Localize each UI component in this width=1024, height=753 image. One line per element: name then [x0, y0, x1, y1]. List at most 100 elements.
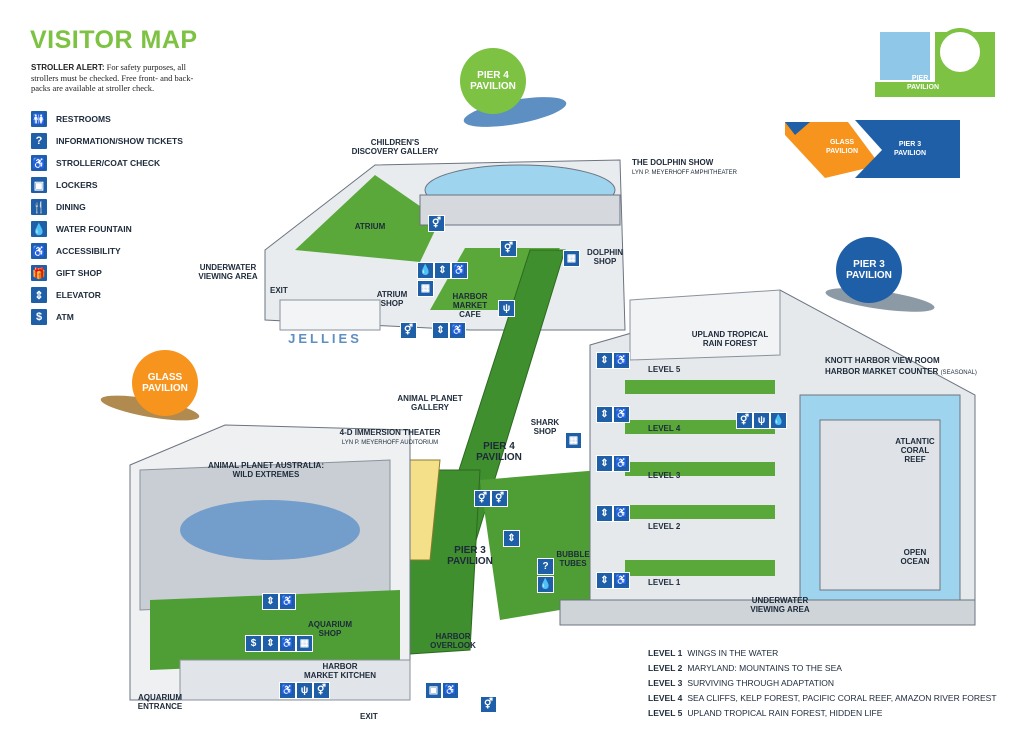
level5-label: LEVEL 5 [648, 365, 681, 374]
legend-item: ⇕ELEVATOR [31, 284, 183, 306]
stroller-icon: ♿ [31, 155, 47, 171]
atlantic-coral-reef-label: ATLANTIC CORAL REEF [895, 437, 935, 464]
pier4-walkway-label: PIER 4 PAVILION [476, 441, 522, 463]
atrium-floor [295, 175, 440, 262]
underwater-viewing-label: UNDERWATER VIEWING AREA [198, 263, 258, 281]
restroom-icon: ⚥ [400, 322, 417, 339]
elevator-icon: ⇕ [596, 572, 613, 589]
restroom-icon: ⚥ [500, 240, 517, 257]
information-icon: ? [537, 558, 554, 575]
keymap-pier4-label: PIER 4 PAVILION [906, 75, 940, 91]
atrium-shop-label: ATRIUM SHOP [376, 290, 408, 308]
keymap-pier3-label: PIER 3 PAVILION [893, 141, 927, 157]
exit-bottom-label: EXIT [360, 712, 378, 721]
accessibility-icon: ♿ [613, 455, 630, 472]
accessibility-icon: ♿ [613, 352, 630, 369]
legend-item: ♿ ACCESSIBILITY [31, 240, 183, 262]
legend-item: $ATM [31, 306, 183, 328]
bubble-tubes-label: BUBBLE TUBES [556, 550, 590, 568]
dining-icon: ψ [498, 300, 515, 317]
dolphin-shop-label: DOLPHIN SHOP [587, 248, 623, 266]
aquarium-entrance-label: AQUARIUM ENTRANCE [137, 693, 183, 711]
accessibility-icon: ♿ [613, 505, 630, 522]
locker-icon: ▣ [31, 177, 47, 193]
legend-item: ?INFORMATION/SHOW TICKETS [31, 130, 183, 152]
water-fountain-icon: 💧 [770, 412, 787, 429]
harbor-market-kitchen-label: HARBOR MARKET KITCHEN [304, 662, 376, 680]
elevator-icon: ⇕ [596, 406, 613, 423]
open-ocean-label: OPEN OCEAN [900, 548, 930, 566]
locker-icon: ▣ [425, 682, 442, 699]
legend-item: 💧 WATER FOUNTAIN [31, 218, 183, 240]
aquarium-shop-label: AQUARIUM SHOP [308, 620, 352, 638]
restroom-icon: ⚥ [428, 215, 445, 232]
pier3-walkway-label: PIER 3 PAVILION [447, 545, 493, 567]
legend-label: GIFT SHOP [56, 268, 102, 278]
keymap-glass-label: GLASS PAVILION [825, 139, 859, 155]
accessibility-icon: ♿ [449, 322, 466, 339]
legend-label: LOCKERS [56, 180, 98, 190]
legend: 🚻RESTROOMS ?INFORMATION/SHOW TICKETS ♿ ST… [31, 108, 183, 328]
legend-label: ATM [56, 312, 74, 322]
dining-icon: 🍴 [31, 199, 47, 215]
restroom-icon: ⚥ [313, 682, 330, 699]
elevator-icon: ⇕ [432, 322, 449, 339]
stroller-alert-label: STROLLER ALERT: [31, 63, 105, 72]
legend-label: DINING [56, 202, 86, 212]
accessibility-icon: ♿ [613, 572, 630, 589]
knott-harbor-label: KNOTT HARBOR VIEW ROOM [825, 356, 940, 365]
elevator-icon: ⇕ [596, 505, 613, 522]
dining-icon: ψ [753, 412, 770, 429]
legend-label: ACCESSIBILITY [56, 246, 121, 256]
harbor-market-cafe-label: HARBOR MARKET CAFE [452, 292, 488, 319]
accessibility-icon: ♿ [451, 262, 468, 279]
legend-item: 🎁 GIFT SHOP [31, 262, 183, 284]
level3-label: LEVEL 3 [648, 471, 681, 480]
pier3-building [559, 289, 976, 626]
level1-label: LEVEL 1 [648, 578, 681, 587]
pier4-building [264, 159, 626, 331]
water-fountain-icon: 💧 [31, 221, 47, 237]
jellies-label: JELLIES [288, 331, 362, 346]
dining-icon: ψ [296, 682, 313, 699]
water-fountain-icon: 💧 [537, 576, 554, 593]
elevator-icon: ⇕ [262, 635, 279, 652]
shark-shop-label: SHARK SHOP [530, 418, 560, 436]
harbor-overlook-label: HARBOR OVERLOOK [430, 632, 476, 650]
stroller-alert-text: For safety purposes, all strollers must … [31, 62, 194, 93]
legend-item: ▣ LOCKERS [31, 174, 183, 196]
jellies-exhibit [279, 299, 381, 331]
elevator-icon: ⇕ [262, 593, 279, 610]
accessibility-icon: ♿ [31, 243, 47, 259]
accessibility-icon: ♿ [613, 406, 630, 423]
restroom-icon: ⚥ [491, 490, 508, 507]
gift-shop-icon: ▦ [563, 250, 580, 267]
restroom-icon: ⚥ [480, 696, 497, 713]
gift-shop-icon: 🎁 [31, 265, 47, 281]
restroom-icon: ⚥ [736, 412, 753, 429]
elevator-icon: ⇕ [434, 262, 451, 279]
level4-label: LEVEL 4 [648, 424, 681, 433]
stroller-icon: ♿ [442, 682, 459, 699]
underwater-viewing-bottom-label: UNDERWATER VIEWING AREA [750, 596, 810, 614]
atrium-label: ATRIUM [354, 222, 386, 231]
accessibility-icon: ♿ [279, 593, 296, 610]
legend-item: 🚻RESTROOMS [31, 108, 183, 130]
key-map [785, 28, 995, 178]
elevator-icon: ⇕ [596, 352, 613, 369]
legend-label: STROLLER/COAT CHECK [56, 158, 161, 168]
legend-label: WATER FOUNTAIN [56, 224, 132, 234]
legend-label: RESTROOMS [56, 114, 111, 124]
gift-shop-icon: ▦ [296, 635, 313, 652]
water-fountain-icon: 💧 [417, 262, 434, 279]
glass-pavilion-badge: GLASS PAVILION [132, 350, 198, 416]
elevator-icon: ⇕ [503, 530, 520, 547]
dolphin-illustration [463, 97, 567, 127]
